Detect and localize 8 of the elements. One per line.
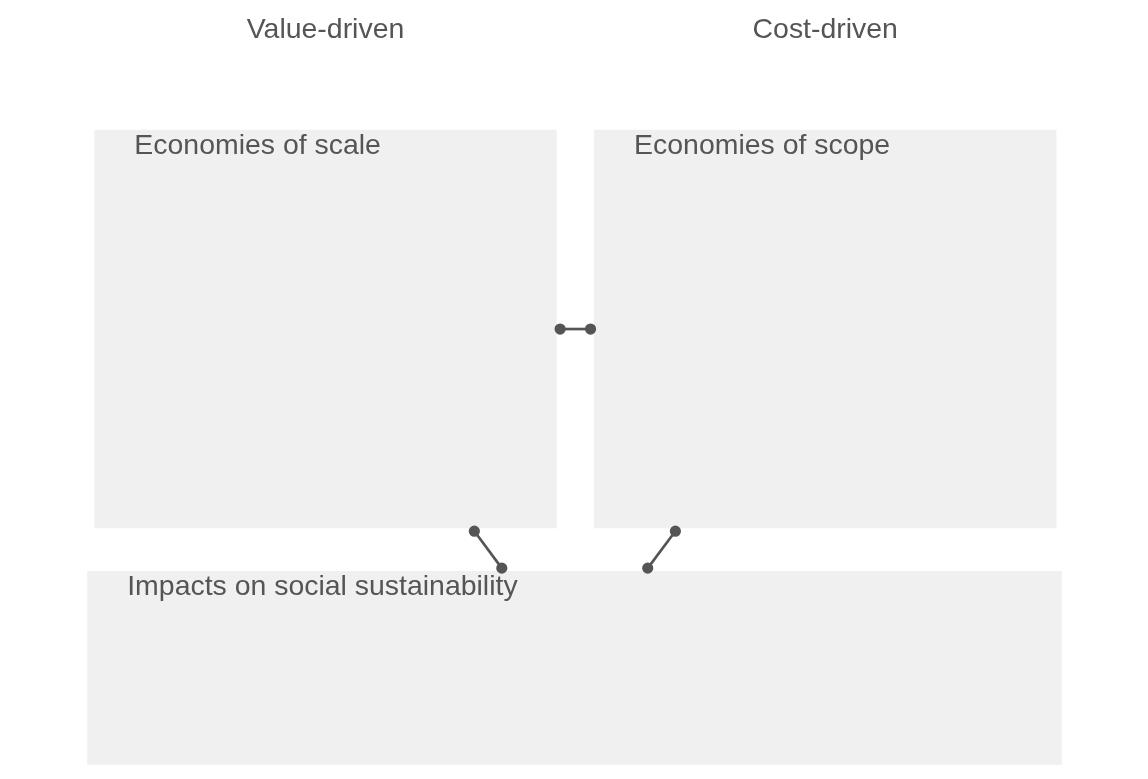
label: Cost-driven (752, 11, 898, 44)
node-box: Impacts on social sustainability (86, 570, 1062, 765)
connector (554, 323, 596, 335)
connector (468, 525, 507, 574)
connector (641, 525, 681, 574)
label: Value-driven (246, 11, 404, 44)
node-box: Economies of scope (593, 129, 1056, 529)
node-box: Economies of scale (93, 129, 557, 529)
